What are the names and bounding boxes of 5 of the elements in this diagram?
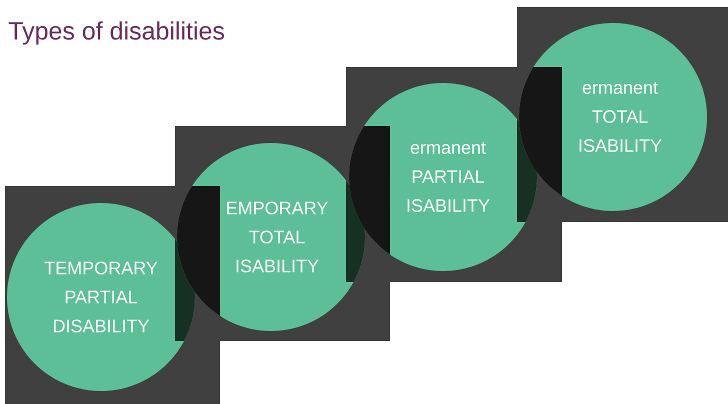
circle-label: ermanent PARTIAL ISABILITY (408, 142, 490, 212)
title: Types of disabilities (8, 21, 224, 45)
circle-label: EMPORARY TOTAL ISABILITY (227, 202, 328, 272)
circle-label: ermanent TOTAL ISABILITY (580, 82, 662, 152)
circle-label: TEMPORARY PARTIAL DISABILITY (44, 262, 158, 332)
